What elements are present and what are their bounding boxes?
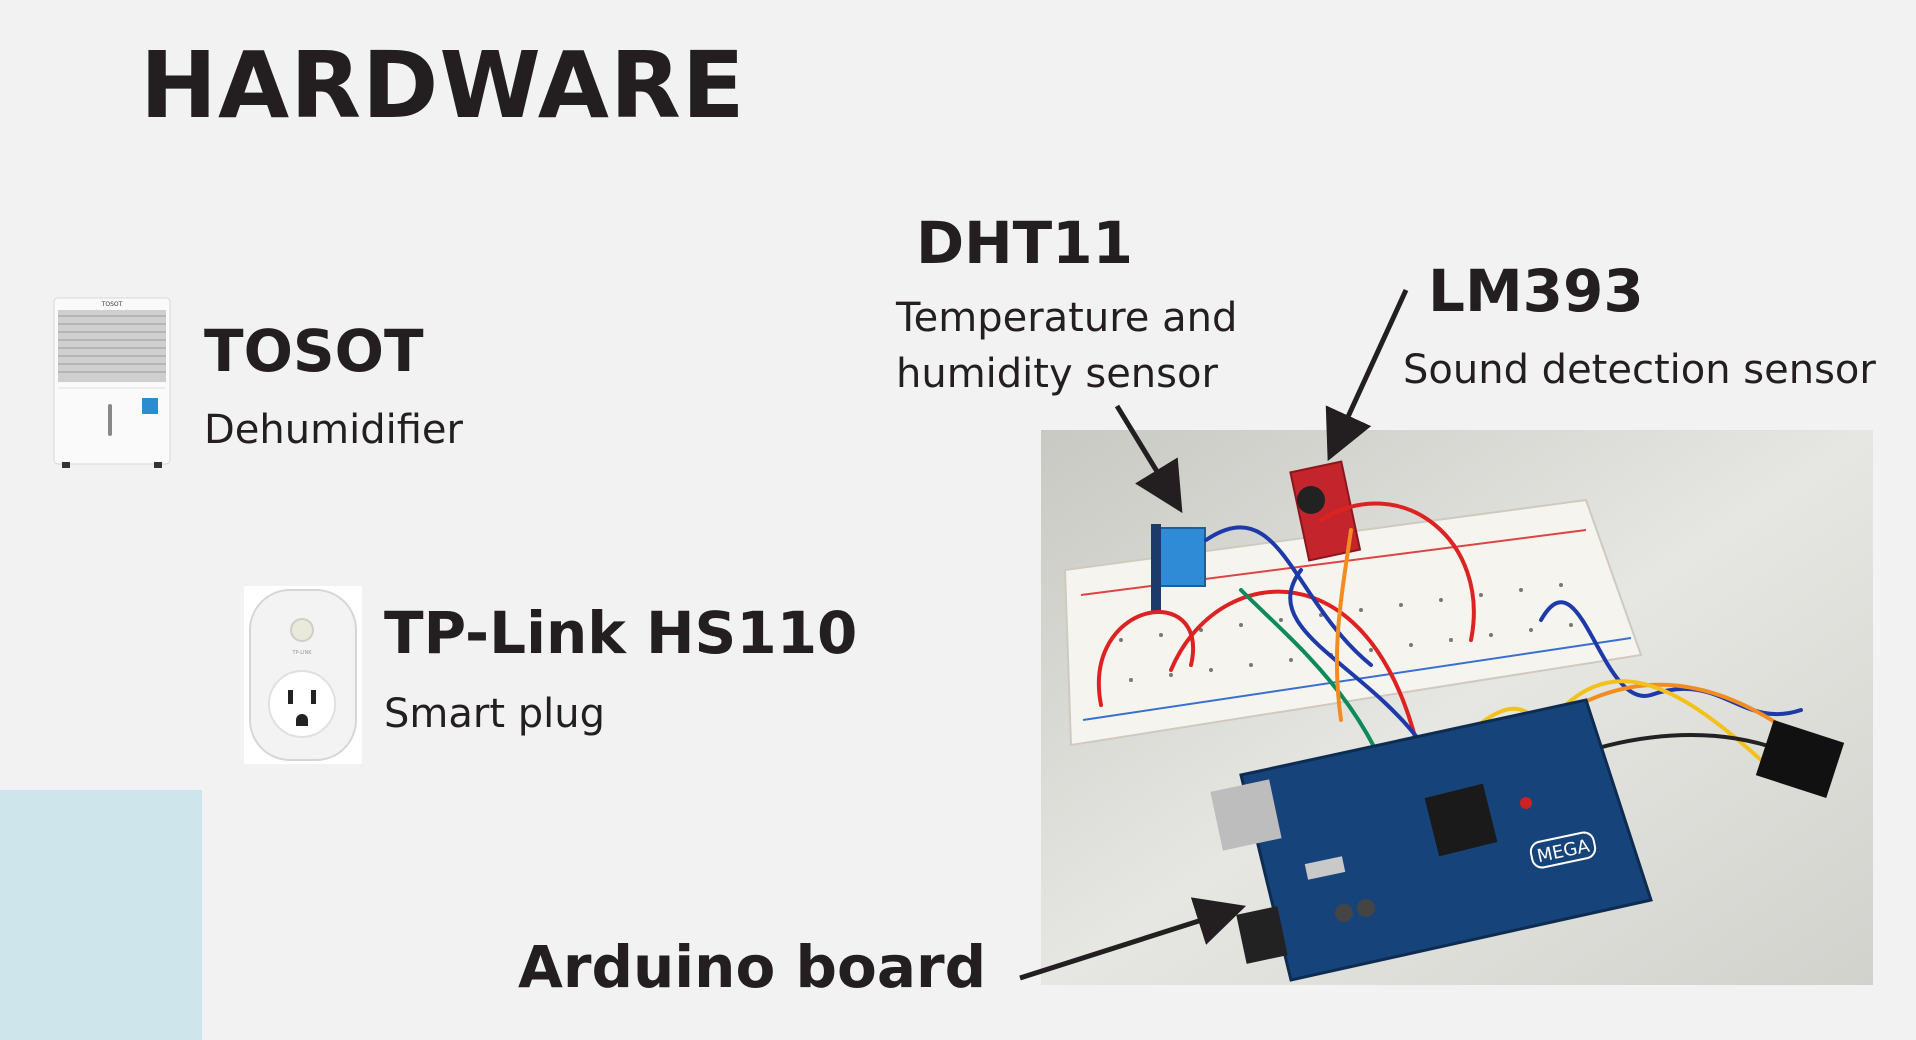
arduino-board: MEGA — [1210, 698, 1653, 982]
dht11-name: DHT11 — [916, 209, 1133, 277]
decorative-corner — [0, 790, 202, 1040]
dht11-module — [1151, 524, 1206, 614]
lm393-name: LM393 — [1428, 257, 1644, 325]
slide-title: HARDWARE — [140, 32, 746, 139]
lm393-module — [1289, 460, 1362, 562]
dehumidifier-brand: TOSOT — [101, 301, 123, 308]
tplink-name: TP-Link HS110 — [384, 599, 858, 667]
smart-plug-icon: TP-LINK — [244, 586, 362, 764]
tplink-description: Smart plug — [384, 691, 605, 737]
dht11-description-line1: Temperature and — [896, 295, 1238, 341]
dehumidifier-image: TOSOT — [52, 296, 172, 471]
smart-plug-brand: TP-LINK — [291, 650, 312, 656]
dehumidifier-icon: TOSOT — [53, 297, 171, 468]
arduino-name: Arduino board — [518, 933, 987, 1001]
tosot-description: Dehumidifier — [204, 407, 463, 453]
hardware-photo: MEGA — [1041, 430, 1873, 985]
dht11-description-line2: humidity sensor — [896, 351, 1218, 397]
lm393-description: Sound detection sensor — [1403, 347, 1876, 393]
smart-plug-image: TP-LINK — [244, 586, 362, 764]
tosot-name: TOSOT — [204, 317, 424, 385]
lm393-arrow — [1325, 288, 1409, 462]
